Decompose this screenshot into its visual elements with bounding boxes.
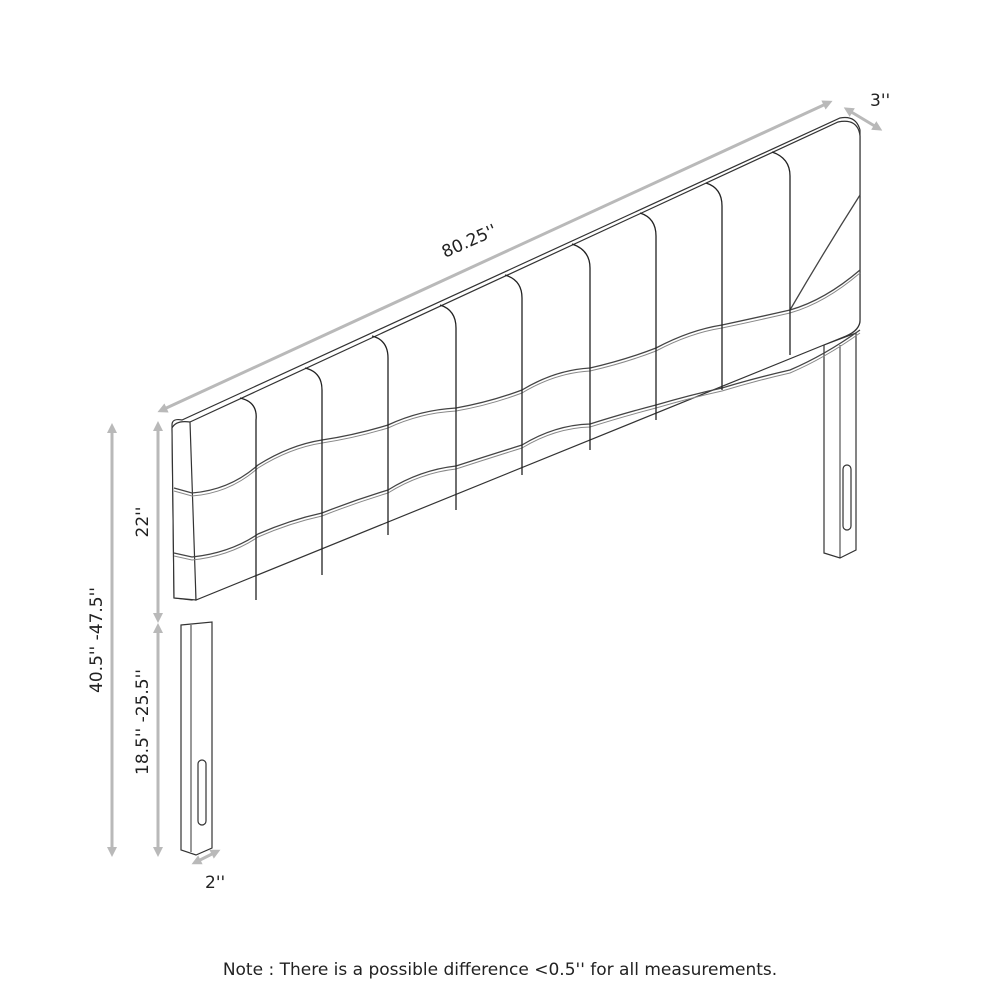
measurement-note: Note : There is a possible difference <0… [222,960,778,980]
left-leg [180,621,213,856]
panel-height-dimension: 22'' [133,421,163,623]
leg-height-label: 18.5'' -25.5'' [133,669,153,775]
total-height-dimension: 40.5'' -47.5'' [87,423,117,857]
width-label: 80.25'' [439,221,500,263]
panel-height-label: 22'' [133,507,153,538]
right-leg-slot [842,464,852,531]
leg-width-label: 2'' [205,873,225,893]
left-leg-slot [197,759,207,826]
depth-dimension: 3'' [843,91,890,131]
total-height-label: 40.5'' -47.5'' [87,587,107,693]
right-leg [823,332,857,559]
leg-width-dimension: 2'' [191,849,225,893]
leg-height-dimension: 18.5'' -25.5'' [133,623,163,857]
depth-label: 3'' [870,91,890,111]
